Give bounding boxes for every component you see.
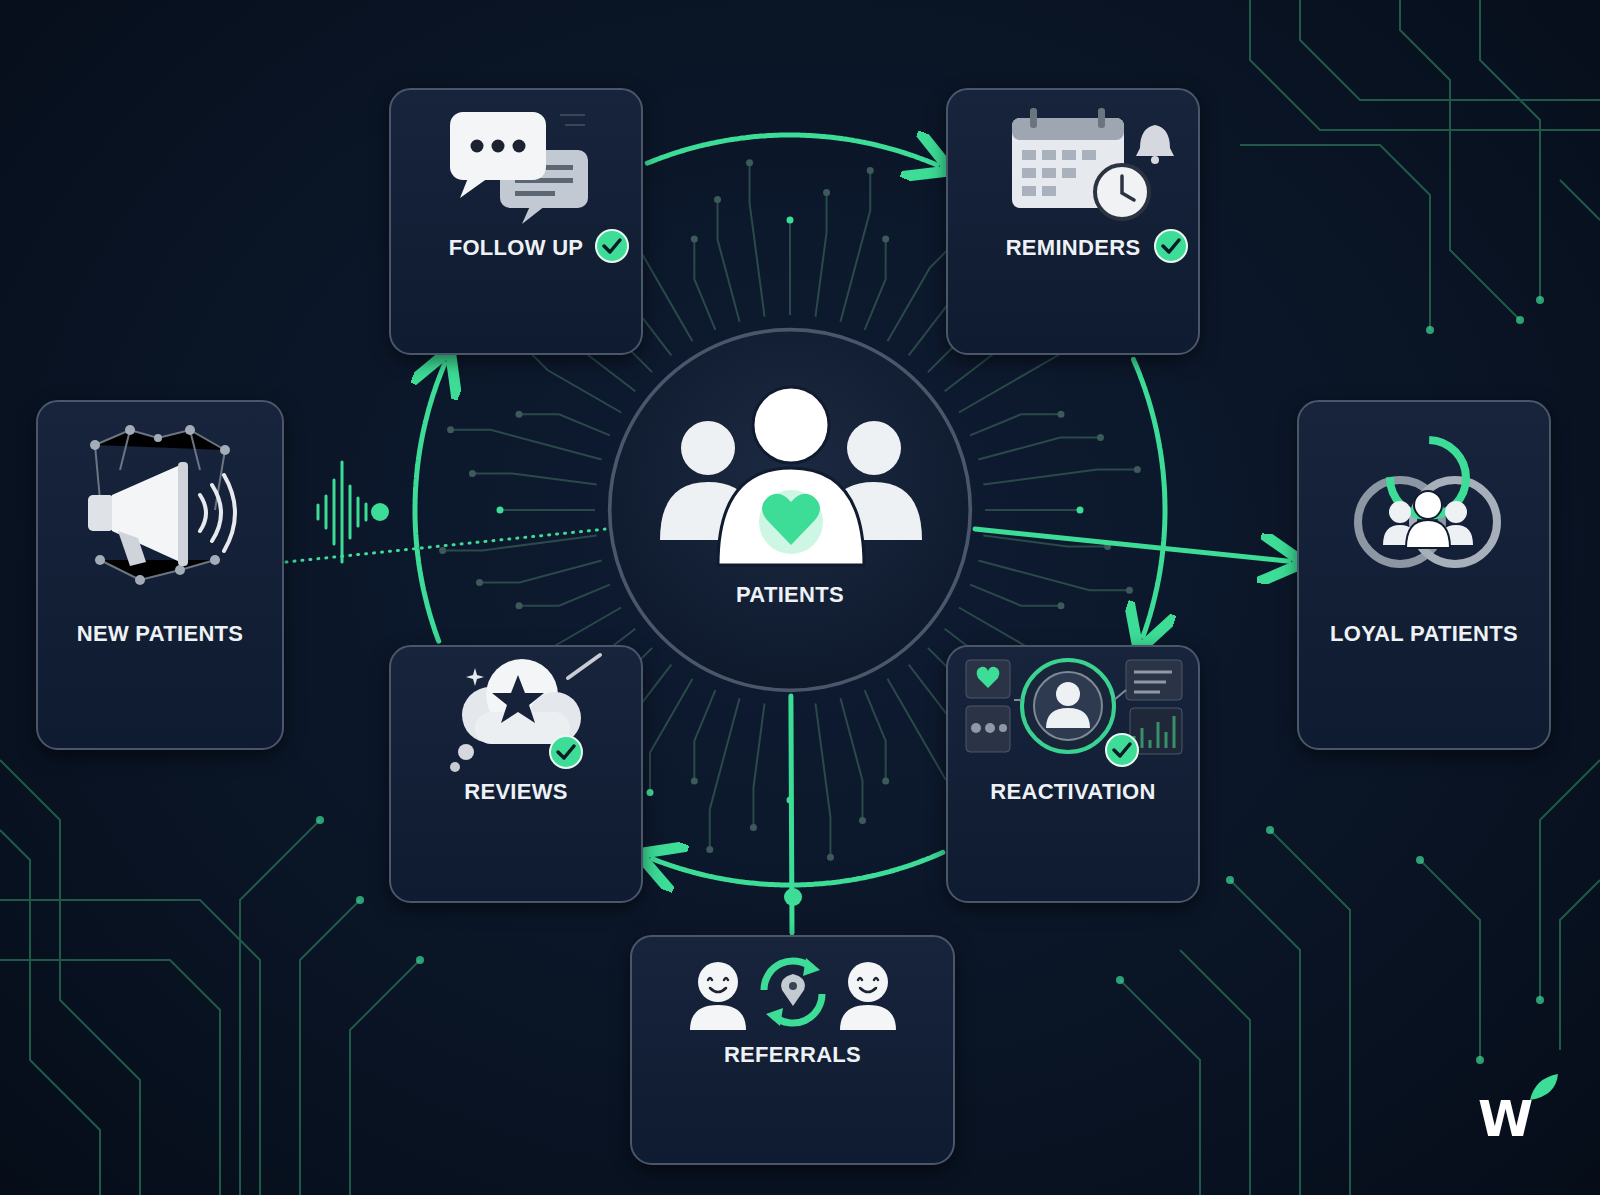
- trace-dot: [647, 789, 654, 796]
- patients-circle: PATIENTS: [606, 326, 974, 694]
- trace-dot: [469, 470, 476, 477]
- flow-line: [791, 696, 792, 933]
- reminders-box: REMINDERS: [946, 88, 1200, 355]
- circuit-trace: [983, 470, 1137, 485]
- logo-watermark: W: [1478, 1092, 1533, 1146]
- trace-dot: [497, 507, 504, 514]
- circuit-trace: [840, 698, 862, 820]
- trace-dot: [750, 824, 757, 831]
- node-label: PATIENTS: [736, 582, 844, 608]
- cycle-arrow: [647, 135, 937, 165]
- circuit-trace: [694, 690, 715, 781]
- circle-outline: [606, 326, 974, 694]
- circuit-trace: [472, 473, 596, 484]
- circuit-trace: [443, 535, 597, 550]
- circuit-trace: [753, 703, 764, 827]
- node-label: REACTIVATION: [990, 779, 1155, 805]
- cycle-arrow: [1134, 359, 1166, 636]
- circuit-trace: [750, 163, 765, 317]
- trace-dot: [476, 579, 483, 586]
- trace-dot: [714, 196, 721, 203]
- circuit-trace: [451, 430, 602, 460]
- trace-dot: [787, 217, 794, 224]
- trace-dot: [691, 777, 698, 784]
- trace-dot: [746, 159, 753, 166]
- node-label: REVIEWS: [464, 779, 568, 805]
- node-label: FOLLOW UP: [449, 235, 584, 261]
- node-label: REFERRALS: [724, 1042, 861, 1068]
- trace-dot: [516, 602, 523, 609]
- flow-line: [975, 529, 1289, 561]
- trace-dot: [1077, 507, 1084, 514]
- reactivation-box: REACTIVATION: [946, 645, 1200, 903]
- flow-line: [286, 529, 605, 562]
- trace-dot: [516, 411, 523, 418]
- reviews-box: REVIEWS: [389, 645, 643, 903]
- trace-dot: [1097, 434, 1104, 441]
- trace-dot: [827, 854, 834, 861]
- circuit-trace: [650, 679, 693, 793]
- trace-dot: [1057, 411, 1064, 418]
- trace-dot: [882, 236, 889, 243]
- circuit-trace: [500, 509, 595, 511]
- circuit-trace: [789, 220, 791, 315]
- circuit-trace: [970, 414, 1061, 435]
- trace-dot: [859, 817, 866, 824]
- trace-dot: [1134, 466, 1141, 473]
- circuit-trace: [710, 698, 740, 849]
- trace-dot: [1057, 602, 1064, 609]
- loyal-patients-box: LOYAL PATIENTS: [1297, 400, 1551, 750]
- circuit-trace: [815, 703, 830, 857]
- circuit-trace: [718, 200, 740, 322]
- trace-dot: [867, 167, 874, 174]
- trace-dot: [1126, 587, 1133, 594]
- circuit-trace: [978, 438, 1100, 460]
- cycle-arrow: [415, 364, 445, 641]
- trace-dot: [439, 547, 446, 554]
- trace-dot: [882, 777, 889, 784]
- node-label: REMINDERS: [1006, 235, 1141, 261]
- junction-dot: [784, 888, 802, 906]
- trace-dot: [823, 189, 830, 196]
- circuit-trace: [970, 585, 1061, 606]
- follow-up-box: FOLLOW UP: [389, 88, 643, 355]
- circuit-trace: [865, 690, 886, 781]
- node-label: LOYAL PATIENTS: [1330, 621, 1518, 647]
- circuit-trace: [840, 171, 870, 322]
- circuit-trace: [985, 509, 1080, 511]
- referrals-box: REFERRALS: [630, 935, 955, 1165]
- circuit-trace: [978, 560, 1129, 590]
- circuit-trace: [694, 239, 715, 330]
- logo-leaf: [1530, 1074, 1558, 1100]
- node-label: NEW PATIENTS: [77, 621, 244, 647]
- circuit-trace: [480, 560, 602, 582]
- trace-dot: [706, 846, 713, 853]
- circuit-trace: [519, 414, 610, 435]
- trace-dot: [447, 426, 454, 433]
- waveform: [318, 462, 389, 562]
- new-patients-box: NEW PATIENTS: [36, 400, 284, 750]
- circuit-trace: [519, 585, 610, 606]
- trace-dot: [691, 236, 698, 243]
- circuit-trace: [815, 192, 826, 316]
- circuit-trace: [865, 239, 886, 330]
- cycle-arrow: [653, 852, 943, 885]
- circuit-trace: [959, 608, 1073, 651]
